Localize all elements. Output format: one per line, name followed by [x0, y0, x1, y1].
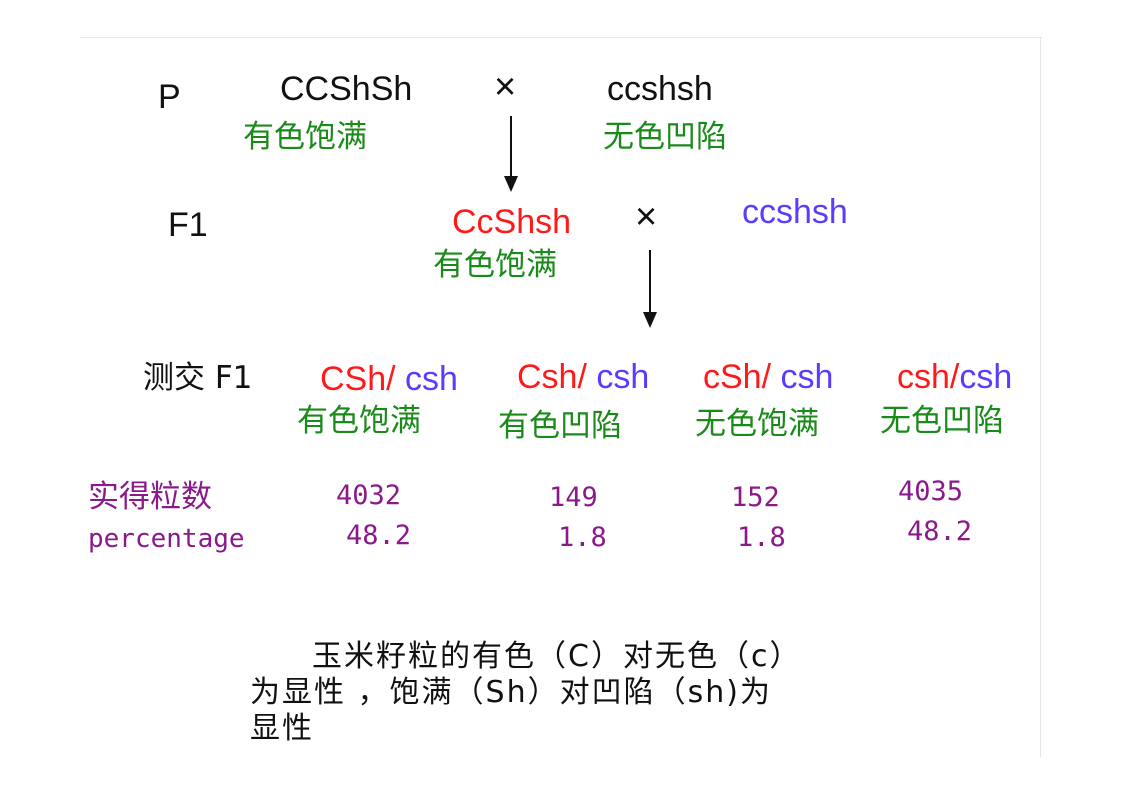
f1-label: F1 — [168, 206, 208, 244]
frame-right-border — [1040, 37, 1041, 757]
offspring-phenotype-2: 有色凹陷 — [498, 408, 622, 444]
testcross-label: 测交 F1 — [143, 360, 253, 396]
arrow-f1-to-testcross — [643, 250, 657, 328]
offspring-phenotype-4: 无色凹陷 — [880, 403, 1004, 439]
offspring-gamete-4: csh/ — [897, 358, 960, 396]
f1-phenotype: 有色饱满 — [433, 247, 557, 283]
percentage-3: 1.8 — [737, 522, 786, 553]
offspring-phenotype-3: 无色饱满 — [695, 406, 819, 442]
note-line-1: 玉米籽粒的有色（C）对无色（c） — [312, 639, 802, 674]
f1-genotype: CcShsh — [452, 203, 572, 241]
offspring-phenotype-1: 有色饱满 — [297, 403, 421, 439]
cross-symbol-f1: × — [635, 196, 658, 238]
cross-symbol-p: × — [494, 66, 517, 108]
parent1-phenotype: 有色饱满 — [243, 119, 367, 155]
count-1: 4032 — [336, 480, 402, 511]
frame-top-border — [80, 37, 1042, 38]
counts-label: 实得粒数 — [88, 479, 212, 515]
parent2-phenotype: 无色凹陷 — [603, 119, 727, 155]
offspring-genotype-3: cSh/ csh — [703, 360, 833, 394]
offspring-genotype-1: CSh/ csh — [320, 362, 458, 396]
note-line-2: 为显性 ，饱满（Sh）对凹陷（sh)为 — [250, 675, 772, 710]
percentage-label: percentage — [88, 524, 245, 554]
parent2-genotype: ccshsh — [607, 70, 713, 108]
offspring-tester-3: csh — [771, 358, 834, 396]
offspring-genotype-2: Csh/ csh — [517, 360, 649, 394]
p-label: P — [158, 78, 181, 116]
percentage-4: 48.2 — [907, 516, 973, 547]
f1-tester-genotype: ccshsh — [742, 193, 848, 231]
offspring-tester-4: csh — [959, 358, 1013, 396]
offspring-tester-2: csh — [586, 358, 650, 396]
parent1-genotype: CCShSh — [280, 70, 413, 108]
percentage-2: 1.8 — [558, 522, 607, 553]
offspring-gamete-1: CSh/ — [320, 360, 396, 398]
count-2: 149 — [549, 482, 598, 513]
count-3: 152 — [731, 482, 780, 513]
offspring-gamete-2: Csh/ — [517, 358, 587, 396]
percentage-1: 48.2 — [346, 520, 412, 551]
note-line-3: 显性 — [250, 711, 314, 746]
arrow-p-to-f1 — [504, 116, 518, 192]
offspring-gamete-3: cSh/ — [703, 358, 772, 396]
offspring-genotype-4: csh/csh — [897, 360, 1012, 394]
offspring-tester-1: csh — [395, 360, 458, 398]
count-4: 4035 — [898, 476, 964, 507]
